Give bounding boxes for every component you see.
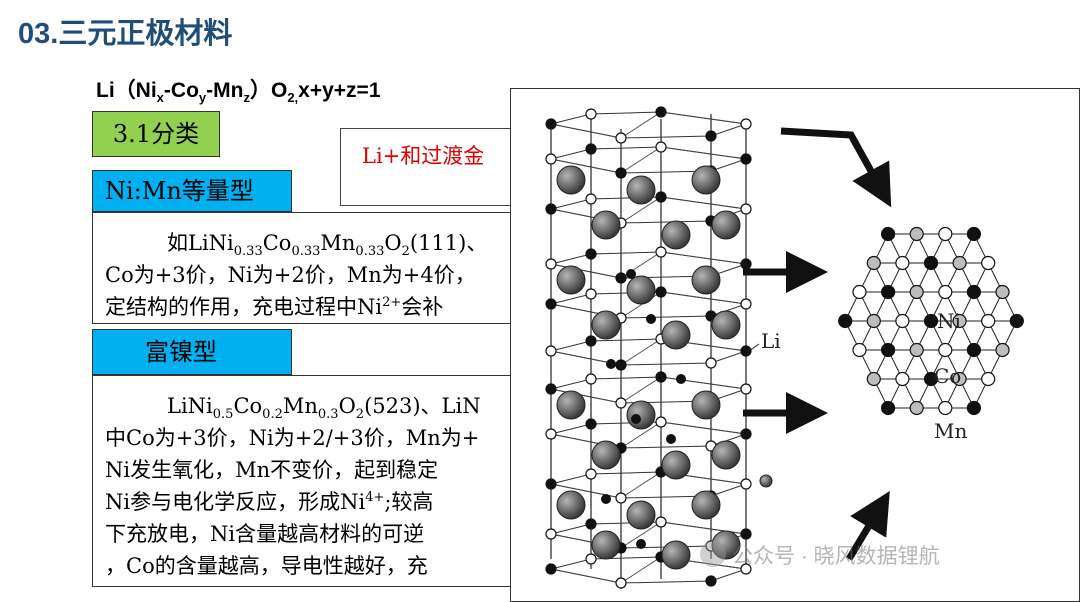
s2l1-e: (523)、LiN [364,394,481,418]
section2-line-2: 中Co为+3价，Ni为+2/+3价，Mn为+ [105,426,480,450]
arrow-top-icon [780,127,892,208]
category-label: 3.1分类 [92,111,220,157]
section1-line-2: Co为+3价，Ni为+2价，Mn为+4价， [105,263,476,287]
s2l1-d: O [338,394,356,418]
section-body-equal-ni-mn: 如LiNi0.33Co0.33Mn0.33O2(111)、 Co为+3价，Ni为… [92,212,532,324]
s1l1-sub4: 2 [401,244,410,260]
section-heading-nickel-rich: 富镍型 [92,329,292,375]
s2l1-sub3: 0.3 [317,407,339,423]
watermark: 公众号 · 晓风数据锂航 [700,540,940,570]
s1l1-d: O [384,231,402,255]
formula-constraint: x+y+z=1 [298,79,381,102]
formula-co: -Co [163,79,199,102]
section2-line-3: Ni发生氧化，Mn不变价，起到稳定 [105,458,439,482]
section2-line-4: Ni参与电化学反应，形成Ni4+;较高 [105,486,433,516]
s1l1-c: Mn [320,231,356,255]
label-mn: Mn [934,419,968,443]
formula-sub-x: x [156,90,164,106]
li-note-text: Li+和过渡金 [362,144,485,168]
section2-line-1: LiNi0.5Co0.2Mn0.3O2(523)、LiN [167,390,481,422]
s1l3-sup: 2+ [382,295,402,310]
section1-line-3: 定结构的作用，充电过程中Ni2+会补 [105,291,443,321]
s2l4-b: ;较高 [384,490,434,514]
wechat-icon [700,541,726,567]
section-heading-equal-ni-mn: Ni:Mn等量型 [92,170,292,212]
s2l1-a: LiNi [167,394,213,418]
label-co: Co [934,364,962,388]
s1l1-a: 如LiNi [167,231,234,255]
s2l1-sub1: 0.5 [212,407,234,423]
section2-line-5: 下充放电，Ni含量越高材料的可逆 [105,522,425,546]
formula-sub-2: 2 [287,90,295,106]
crystal-structure-figure: Li Ni Co Mn [510,88,1080,602]
arrow-bottom-icon [845,490,890,561]
s1l1-sub1: 0.33 [233,244,263,260]
formula-comma: , [294,90,299,106]
s2l1-c: Mn [282,394,318,418]
s1l3-b: 会补 [401,295,444,319]
formula-ni: Ni [135,79,157,102]
s1l1-sub3: 0.33 [355,244,385,260]
general-formula: Li（Nix-Coy-Mnz）O2,x+y+z=1 [96,74,381,105]
section-body-nickel-rich: LiNi0.5Co0.2Mn0.3O2(523)、LiN 中Co为+3价，Ni为… [92,375,532,587]
section2-line-6: ，Co的含量越高，导电性越好，充 [105,554,428,578]
formula-li: Li [96,79,115,102]
label-li: Li [761,329,781,353]
section1-line-1: 如LiNi0.33Co0.33Mn0.33O2(111)、 [167,227,487,259]
layered-lattice-drawing [545,106,773,589]
s1l1-sub2: 0.33 [291,244,321,260]
formula-open-paren: （ [114,79,136,102]
label-ni: Ni [937,309,961,333]
s2l1-b: Co [233,394,263,418]
s1l3-a: 定结构的作用，充电过程中Ni [105,295,383,319]
pointer-arrows [743,127,892,561]
formula-mn: -Mn [206,79,244,102]
formula-sub-y: y [198,90,207,106]
li-note-box [340,128,540,206]
page-title: 03.三元正极材料 [18,18,233,50]
s2l1-sub4: 2 [355,407,365,423]
formula-close-paren: ） [249,79,271,102]
s1l1-b: Co [262,231,292,255]
formula-sub-z: z [243,90,250,106]
formula-o: O [270,79,288,102]
watermark-text: 公众号 · 晓风数据锂航 [732,545,940,568]
s2l4-a: Ni参与电化学反应，形成Ni [105,490,366,514]
s1l1-e: (111)、 [409,231,488,255]
crystal-structure-svg [545,106,1024,589]
s2l1-sub2: 0.2 [262,407,283,423]
transition-metal-layer-drawing [838,226,1024,416]
s2l4-sup: 4+ [365,490,385,505]
